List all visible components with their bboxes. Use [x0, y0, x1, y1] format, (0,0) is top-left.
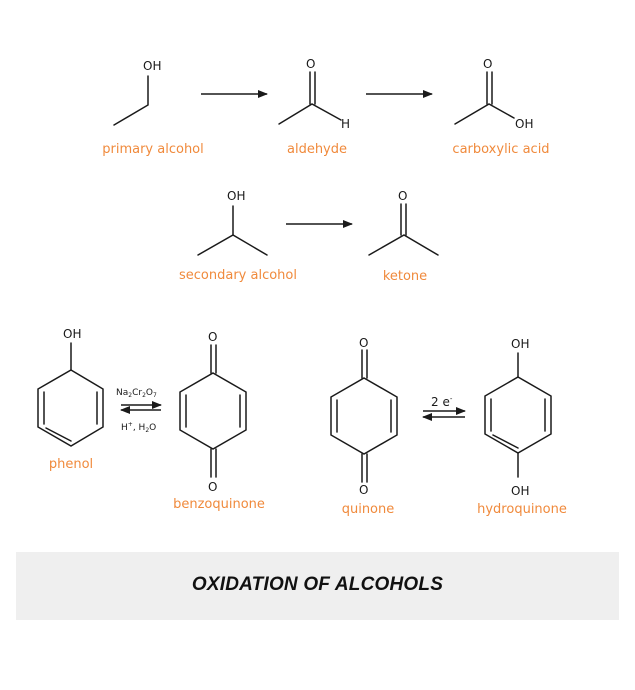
- aldehyde-h-label: H: [341, 117, 350, 131]
- carboxylic-acid-structure: O OH: [454, 57, 533, 131]
- acid-water-condition-label: H+, H2O: [121, 421, 156, 434]
- hydroquinone-bottom-oh-label: OH: [511, 484, 529, 498]
- carboxylic-acid-oh-label: OH: [515, 117, 533, 131]
- benzoquinone-structure: O O: [179, 330, 247, 494]
- oxidant-reagent-label: Na2Cr2O7: [116, 388, 157, 399]
- primary-alcohol-structure: OH: [113, 59, 161, 126]
- benzoquinone-top-o-label: O: [208, 330, 217, 344]
- carboxylic-acid-o-label: O: [483, 57, 492, 71]
- carboxylic-acid-caption: carboxylic acid: [452, 142, 549, 157]
- ketone-caption: ketone: [383, 269, 427, 284]
- aldehyde-o-label: O: [306, 57, 315, 71]
- quinone-hydroquinone-equilibrium: 2 e-: [422, 395, 466, 421]
- hydroquinone-structure: OH OH: [484, 337, 552, 498]
- hydroquinone-top-oh-label: OH: [511, 337, 529, 351]
- quinone-top-o-label: O: [359, 336, 368, 350]
- footer-title: OXIDATION OF ALCOHOLS: [191, 574, 444, 595]
- primary-alcohol-caption: primary alcohol: [102, 142, 204, 157]
- primary-alcohol-oh-label: OH: [143, 59, 161, 73]
- ketone-o-label: O: [398, 189, 407, 203]
- ketone-structure: O: [368, 189, 439, 256]
- secondary-alcohol-structure: OH: [197, 189, 268, 256]
- quinone-bottom-o-label: O: [359, 483, 368, 497]
- benzoquinone-bottom-o-label: O: [208, 480, 217, 494]
- quinone-structure: O O: [330, 336, 398, 497]
- quinone-caption: quinone: [342, 502, 395, 517]
- benzoquinone-caption: benzoquinone: [173, 497, 265, 512]
- electron-transfer-label: 2 e-: [431, 395, 453, 409]
- hydroquinone-caption: hydroquinone: [477, 502, 567, 517]
- phenol-structure: OH: [37, 327, 104, 447]
- aldehyde-caption: aldehyde: [287, 142, 347, 157]
- secondary-alcohol-oh-label: OH: [227, 189, 245, 203]
- secondary-alcohol-caption: secondary alcohol: [179, 268, 297, 283]
- phenol-caption: phenol: [49, 457, 93, 472]
- aldehyde-structure: O H: [278, 57, 350, 131]
- footer-banner: OXIDATION OF ALCOHOLS: [16, 552, 619, 620]
- phenol-oh-label: OH: [63, 327, 81, 341]
- phenol-benzoquinone-equilibrium: Na2Cr2O7 H+, H2O: [116, 388, 162, 434]
